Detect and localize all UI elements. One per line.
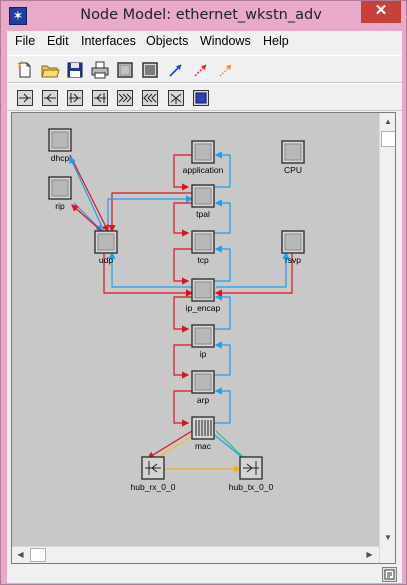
- packet-streams[interactable]: [69, 151, 293, 473]
- save-disk-icon[interactable]: [65, 60, 85, 80]
- node-tcp[interactable]: tcp: [191, 230, 215, 265]
- node-label-hub-rx: hub_rx_0_0: [131, 482, 176, 492]
- menu-bar: File Edit Interfaces Objects Windows Hel…: [7, 31, 402, 51]
- node-label-udp: udp: [99, 255, 113, 265]
- node-label-mac: mac: [195, 441, 212, 451]
- pt-pt-receiver-icon[interactable]: [40, 88, 60, 108]
- node-label-tcp: tcp: [197, 255, 209, 265]
- menu-edit[interactable]: Edit: [47, 34, 69, 48]
- packet-stream-icon[interactable]: [166, 60, 186, 80]
- node-hub-rx[interactable]: hub_rx_0_0: [131, 456, 176, 492]
- node-label-application: application: [183, 165, 224, 175]
- node-label-rip: rip: [55, 201, 65, 211]
- node-label-ip-encap: ip_encap: [186, 303, 221, 313]
- node-label-rsvp: rsvp: [285, 255, 301, 265]
- antenna-icon[interactable]: [166, 88, 186, 108]
- horizontal-scroll-thumb[interactable]: [30, 548, 46, 562]
- open-folder-icon[interactable]: [40, 60, 60, 80]
- scroll-up-icon[interactable]: ▲: [384, 117, 392, 126]
- node-rip[interactable]: rip: [48, 176, 72, 211]
- menu-interfaces[interactable]: Interfaces: [81, 34, 136, 48]
- window-title: Node Model: ethernet_wkstn_adv: [80, 7, 322, 23]
- node-ip-encap[interactable]: ip_encap: [186, 278, 221, 313]
- menu-file[interactable]: File: [15, 34, 36, 48]
- node-label-tpal: tpal: [196, 209, 210, 219]
- radio-transmitter-icon[interactable]: [115, 88, 135, 108]
- node-ip[interactable]: ip: [191, 324, 215, 359]
- node-label-cpu: CPU: [284, 165, 302, 175]
- radio-receiver-icon[interactable]: [140, 88, 160, 108]
- node-mac[interactable]: mac: [191, 416, 215, 451]
- node-hub-tx[interactable]: hub_tx_0_0: [229, 456, 274, 492]
- vertical-scroll-thumb[interactable]: [381, 131, 395, 147]
- node-dhcp[interactable]: dhcp: [48, 128, 72, 163]
- processor-node-icon[interactable]: [115, 60, 135, 80]
- node-label-hub-tx: hub_tx_0_0: [229, 482, 274, 492]
- node-model-canvas[interactable]: dhcp rip udp application: [11, 112, 396, 564]
- title-bar[interactable]: ✶ Node Model: ethernet_wkstn_adv ✕: [1, 1, 406, 31]
- main-toolbar: [7, 55, 402, 83]
- node-application[interactable]: application: [183, 140, 224, 175]
- node-tpal[interactable]: tpal: [191, 184, 215, 219]
- menu-objects[interactable]: Objects: [146, 34, 189, 48]
- object-palette-toolbar: [7, 83, 402, 111]
- star-icon[interactable]: ✶: [9, 7, 27, 25]
- pt-pt-transmitter-icon[interactable]: [15, 88, 35, 108]
- menu-windows[interactable]: Windows: [200, 34, 251, 48]
- node-rsvp[interactable]: rsvp: [281, 230, 305, 265]
- message-log-icon[interactable]: [382, 567, 397, 582]
- logical-tx-rx-icon[interactable]: [216, 60, 236, 80]
- bus-transmitter-icon[interactable]: [65, 88, 85, 108]
- status-bar: [7, 566, 402, 583]
- vertical-scrollbar[interactable]: ▲ ▼: [379, 113, 395, 563]
- menu-help[interactable]: Help: [263, 34, 289, 48]
- new-file-icon[interactable]: [15, 60, 35, 80]
- bus-receiver-icon[interactable]: [90, 88, 110, 108]
- scroll-down-icon[interactable]: ▼: [384, 533, 392, 542]
- queue-node-icon[interactable]: [140, 60, 160, 80]
- close-button[interactable]: ✕: [361, 1, 401, 23]
- scroll-right-icon[interactable]: ▶: [366, 550, 373, 559]
- external-system-icon[interactable]: [191, 88, 211, 108]
- horizontal-scrollbar[interactable]: ◀ ▶: [12, 546, 379, 563]
- node-label-arp: arp: [197, 395, 210, 405]
- node-udp[interactable]: udp: [94, 230, 118, 265]
- statwire-icon[interactable]: [191, 60, 211, 80]
- node-cpu[interactable]: CPU: [281, 140, 305, 175]
- node-arp[interactable]: arp: [191, 370, 215, 405]
- scroll-left-icon[interactable]: ◀: [17, 550, 24, 559]
- window-client-area: File Edit Interfaces Objects Windows Hel…: [7, 31, 402, 583]
- node-label-ip: ip: [200, 349, 207, 359]
- print-icon[interactable]: [90, 60, 110, 80]
- node-diagram[interactable]: dhcp rip udp application: [12, 113, 379, 546]
- node-label-dhcp: dhcp: [51, 153, 70, 163]
